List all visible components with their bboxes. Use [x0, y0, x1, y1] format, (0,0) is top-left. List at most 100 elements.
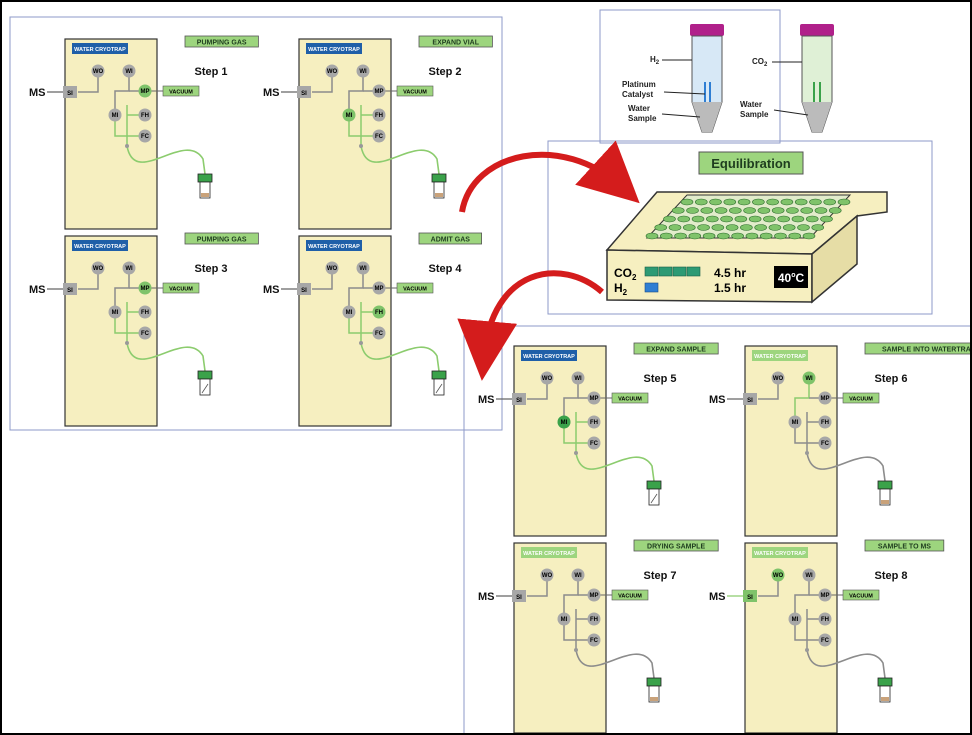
- mp-label: MP: [821, 396, 830, 402]
- tray-well: [771, 207, 785, 214]
- tray-well: [700, 207, 714, 214]
- ms-label: MS: [263, 284, 280, 296]
- tray-well: [752, 198, 765, 206]
- tray-well: [711, 224, 725, 231]
- cryotrap-label: WATER CRYOTRAP: [523, 354, 575, 360]
- fc-label: FC: [590, 441, 599, 447]
- fc-valve: [138, 129, 152, 143]
- vial-body: [199, 181, 211, 199]
- wi-valve: [356, 64, 370, 78]
- tray-well: [702, 232, 716, 240]
- step-label: Step 3: [194, 263, 227, 275]
- fh-valve: [587, 612, 601, 626]
- wo-label: WO: [542, 573, 553, 579]
- vial-cap: [877, 677, 893, 687]
- wi-label: WI: [359, 266, 367, 272]
- mp-label: MP: [141, 89, 150, 95]
- cryotrap-badge: [72, 240, 128, 251]
- tray-well: [782, 224, 796, 231]
- tray-well: [691, 215, 705, 223]
- fc-label: FC: [141, 134, 150, 140]
- status-label: PUMPING GAS: [197, 237, 247, 244]
- tray-well: [777, 215, 790, 223]
- si-valve: [512, 590, 526, 602]
- cryotrap-badge: [521, 350, 577, 361]
- tray-well: [731, 232, 744, 240]
- wo-label: WO: [773, 573, 784, 579]
- si-valve: [297, 86, 311, 98]
- tray-well: [677, 215, 691, 223]
- wo-valve: [540, 371, 554, 385]
- tray-well: [768, 224, 782, 231]
- status-tag: [418, 35, 493, 48]
- tray-well: [714, 207, 728, 214]
- fc-valve: [372, 129, 386, 143]
- tray-well: [659, 232, 673, 240]
- step-label: Step 1: [194, 66, 227, 78]
- vial-cap: [646, 677, 662, 687]
- fh-valve: [372, 108, 386, 122]
- tray-well: [740, 224, 753, 231]
- wi-label: WI: [805, 376, 813, 382]
- tray-well: [737, 198, 751, 206]
- mi-valve: [557, 415, 571, 429]
- tray-well: [823, 198, 837, 206]
- tray-well: [802, 232, 816, 240]
- tray-well: [668, 224, 682, 231]
- cryotrap-badge: [306, 240, 362, 251]
- vacuum-label: VACUUM: [618, 397, 642, 403]
- tray-well: [794, 198, 808, 206]
- status-label: EXPAND SAMPLE: [646, 347, 706, 354]
- status-tag: [633, 539, 719, 552]
- cryotrap-label: WATER CRYOTRAP: [754, 551, 806, 557]
- status-tag: [184, 232, 259, 245]
- cryotrap-badge: [72, 43, 128, 54]
- h2-legend-label: H2: [614, 281, 628, 297]
- tray-well: [729, 207, 742, 214]
- arrow-to-equilibration: [459, 140, 640, 213]
- vacuum-label: VACUUM: [403, 90, 427, 96]
- vacuum-label: VACUUM: [849, 594, 873, 600]
- mi-label: MI: [112, 113, 119, 119]
- tray-well: [663, 215, 676, 223]
- status-tag: [864, 342, 970, 355]
- tray-well: [837, 198, 851, 206]
- mi-valve: [557, 612, 571, 626]
- vial-body: [199, 378, 211, 396]
- vacuum-tag: [396, 282, 434, 294]
- wo-label: WO: [773, 376, 784, 382]
- vial-body: [433, 378, 445, 396]
- fc-label: FC: [821, 441, 830, 447]
- h2-bar-segment: [644, 282, 659, 293]
- mp-label: MP: [375, 89, 384, 95]
- vacuum-label: VACUUM: [618, 594, 642, 600]
- ms-label: MS: [263, 87, 280, 99]
- fc-label: FC: [375, 134, 384, 140]
- wo-label: WO: [327, 69, 338, 75]
- tray-well: [814, 207, 828, 214]
- equilibration-box: [547, 140, 933, 315]
- ms-label: MS: [709, 591, 726, 603]
- wo-valve: [91, 261, 105, 275]
- tray-well: [680, 198, 694, 206]
- mp-valve: [587, 391, 601, 405]
- si-label: SI: [301, 288, 307, 294]
- cryotrap-badge: [752, 547, 808, 558]
- mp-valve: [138, 281, 152, 295]
- step-label: Step 4: [428, 263, 462, 275]
- co2-legend-label: CO2: [614, 266, 637, 282]
- fh-valve: [818, 612, 832, 626]
- wo-valve: [325, 261, 339, 275]
- vial-h2: [690, 24, 724, 133]
- sample-label-1: Sample: [628, 114, 657, 123]
- platinum-label: Platinum: [622, 80, 656, 89]
- co2-bar-segment: [686, 266, 701, 277]
- water-label-2: Water: [740, 100, 762, 109]
- wi-valve: [356, 261, 370, 275]
- vial-body: [648, 685, 660, 703]
- vacuum-tag: [396, 85, 434, 97]
